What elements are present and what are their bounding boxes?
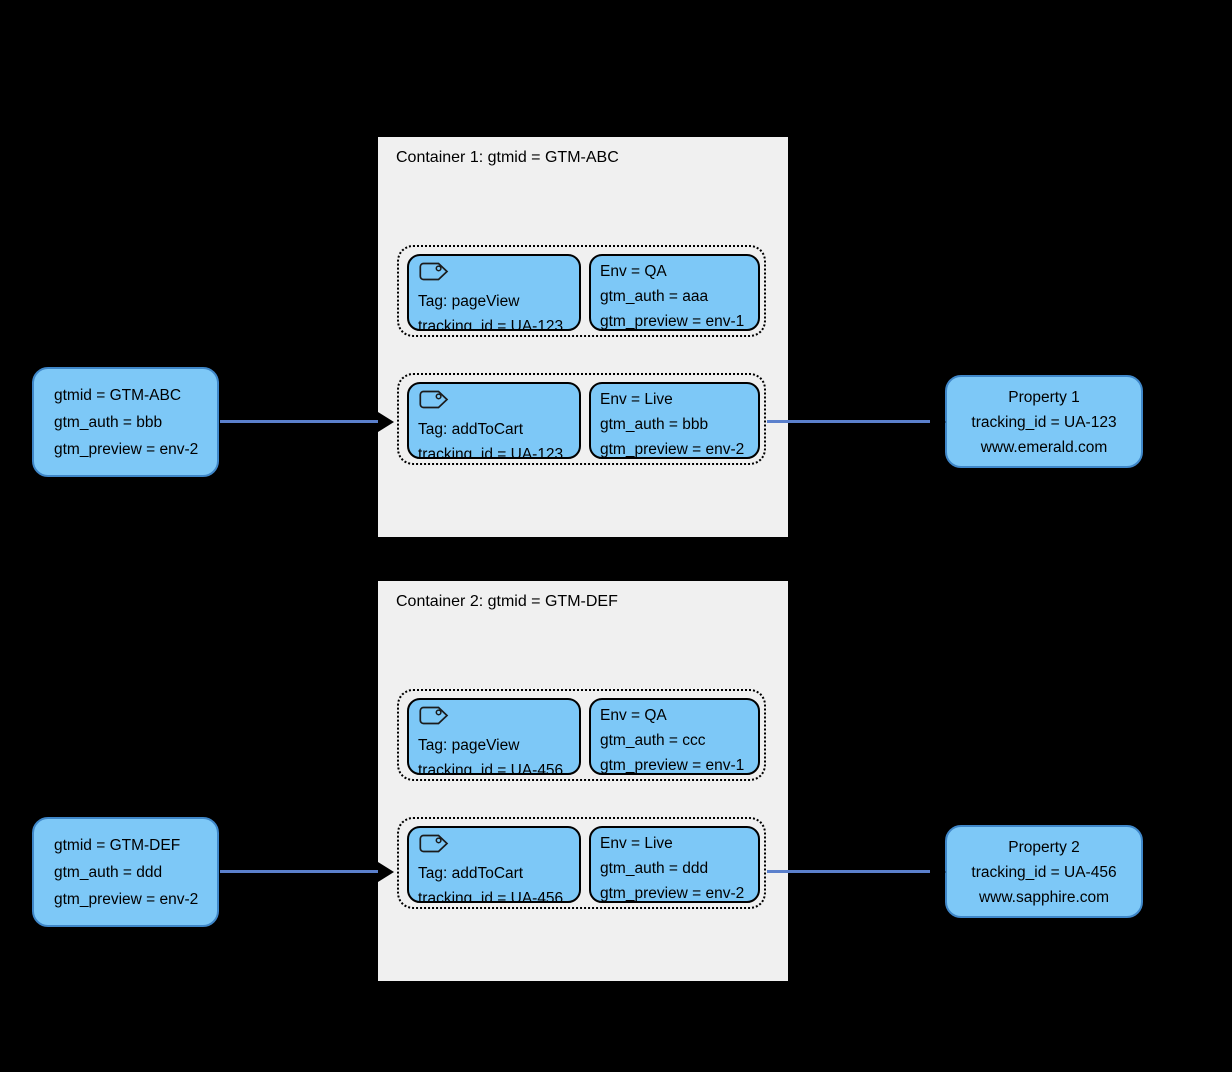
tag-icon (419, 834, 449, 853)
property-domain: www.sapphire.com (978, 889, 1110, 906)
environment-node: Env = Live gtm_auth = bbb gtm_preview = … (589, 382, 760, 459)
environment-node: Env = QA gtm_auth = aaa gtm_preview = en… (589, 254, 760, 331)
arrowhead-icon (930, 862, 946, 882)
property-title: Property 2 (1008, 839, 1080, 856)
property-title: Property 1 (1008, 389, 1080, 406)
source-line: gtm_auth = ddd (54, 863, 163, 881)
version-group: Tag: addToCart tracking_id = UA-456 Env … (397, 817, 766, 909)
property-tracking-id: tracking_id = UA-123 (971, 414, 1117, 431)
env-name: Env = QA (600, 263, 667, 280)
container-1: Container 1: gtmid = GTM-ABC Tag: pageVi… (378, 137, 788, 537)
property-node-2: Property 2 tracking_id = UA-456 www.sapp… (945, 825, 1143, 918)
env-auth: gtm_auth = aaa (600, 288, 709, 305)
tag-node: Tag: addToCart tracking_id = UA-123 (407, 382, 581, 459)
tag-tracking-id: tracking_id = UA-456 (418, 762, 564, 775)
source-node-gtm-def: gtmid = GTM-DEF gtm_auth = ddd gtm_previ… (32, 817, 219, 927)
tag-tracking-id: tracking_id = UA-123 (418, 446, 564, 459)
arrow-container2-to-property2 (767, 870, 933, 873)
property-tracking-id: tracking_id = UA-456 (971, 864, 1117, 881)
tag-node: Tag: pageView tracking_id = UA-123 (407, 254, 581, 331)
container-2: Container 2: gtmid = GTM-DEF Tag: pageVi… (378, 581, 788, 981)
version-group: Tag: addToCart tracking_id = UA-123 Env … (397, 373, 766, 465)
arrowhead-icon (378, 862, 394, 882)
version-group: Tag: pageView tracking_id = UA-123 Env =… (397, 245, 766, 337)
tag-node: Tag: addToCart tracking_id = UA-456 (407, 826, 581, 903)
container-title: Container 2: gtmid = GTM-DEF (396, 593, 618, 610)
tag-icon (419, 706, 449, 725)
env-auth: gtm_auth = ddd (600, 860, 709, 877)
property-node-1: Property 1 tracking_id = UA-123 www.emer… (945, 375, 1143, 468)
env-preview: gtm_preview = env-1 (600, 313, 745, 330)
env-name: Env = Live (600, 835, 673, 852)
environment-node: Env = Live gtm_auth = ddd gtm_preview = … (589, 826, 760, 903)
tag-name: Tag: addToCart (418, 865, 524, 882)
arrow-source2-to-container2 (220, 870, 378, 873)
arrowhead-icon (930, 412, 946, 432)
tag-node: Tag: pageView tracking_id = UA-456 (407, 698, 581, 775)
source-line: gtm_auth = bbb (54, 413, 163, 431)
tag-icon (419, 262, 449, 281)
arrow-source1-to-container1 (220, 420, 378, 423)
env-preview: gtm_preview = env-1 (600, 757, 745, 774)
version-group: Tag: pageView tracking_id = UA-456 Env =… (397, 689, 766, 781)
tag-tracking-id: tracking_id = UA-123 (418, 318, 564, 331)
env-preview: gtm_preview = env-2 (600, 885, 745, 902)
tag-name: Tag: pageView (418, 293, 520, 310)
env-preview: gtm_preview = env-2 (600, 441, 745, 458)
source-line: gtmid = GTM-ABC (54, 386, 182, 404)
source-line: gtmid = GTM-DEF (54, 836, 181, 854)
env-name: Env = Live (600, 391, 673, 408)
container-title: Container 1: gtmid = GTM-ABC (396, 149, 619, 166)
tag-icon (419, 390, 449, 409)
tag-name: Tag: addToCart (418, 421, 524, 438)
env-auth: gtm_auth = bbb (600, 416, 709, 433)
arrow-container1-to-property1 (767, 420, 933, 423)
property-domain: www.emerald.com (980, 439, 1108, 456)
tag-name: Tag: pageView (418, 737, 520, 754)
env-auth: gtm_auth = ccc (600, 732, 706, 749)
source-line: gtm_preview = env-2 (54, 440, 199, 458)
env-name: Env = QA (600, 707, 667, 724)
source-line: gtm_preview = env-2 (54, 890, 199, 908)
source-node-gtm-abc: gtmid = GTM-ABC gtm_auth = bbb gtm_previ… (32, 367, 219, 477)
tag-tracking-id: tracking_id = UA-456 (418, 890, 564, 903)
environment-node: Env = QA gtm_auth = ccc gtm_preview = en… (589, 698, 760, 775)
arrowhead-icon (378, 412, 394, 432)
